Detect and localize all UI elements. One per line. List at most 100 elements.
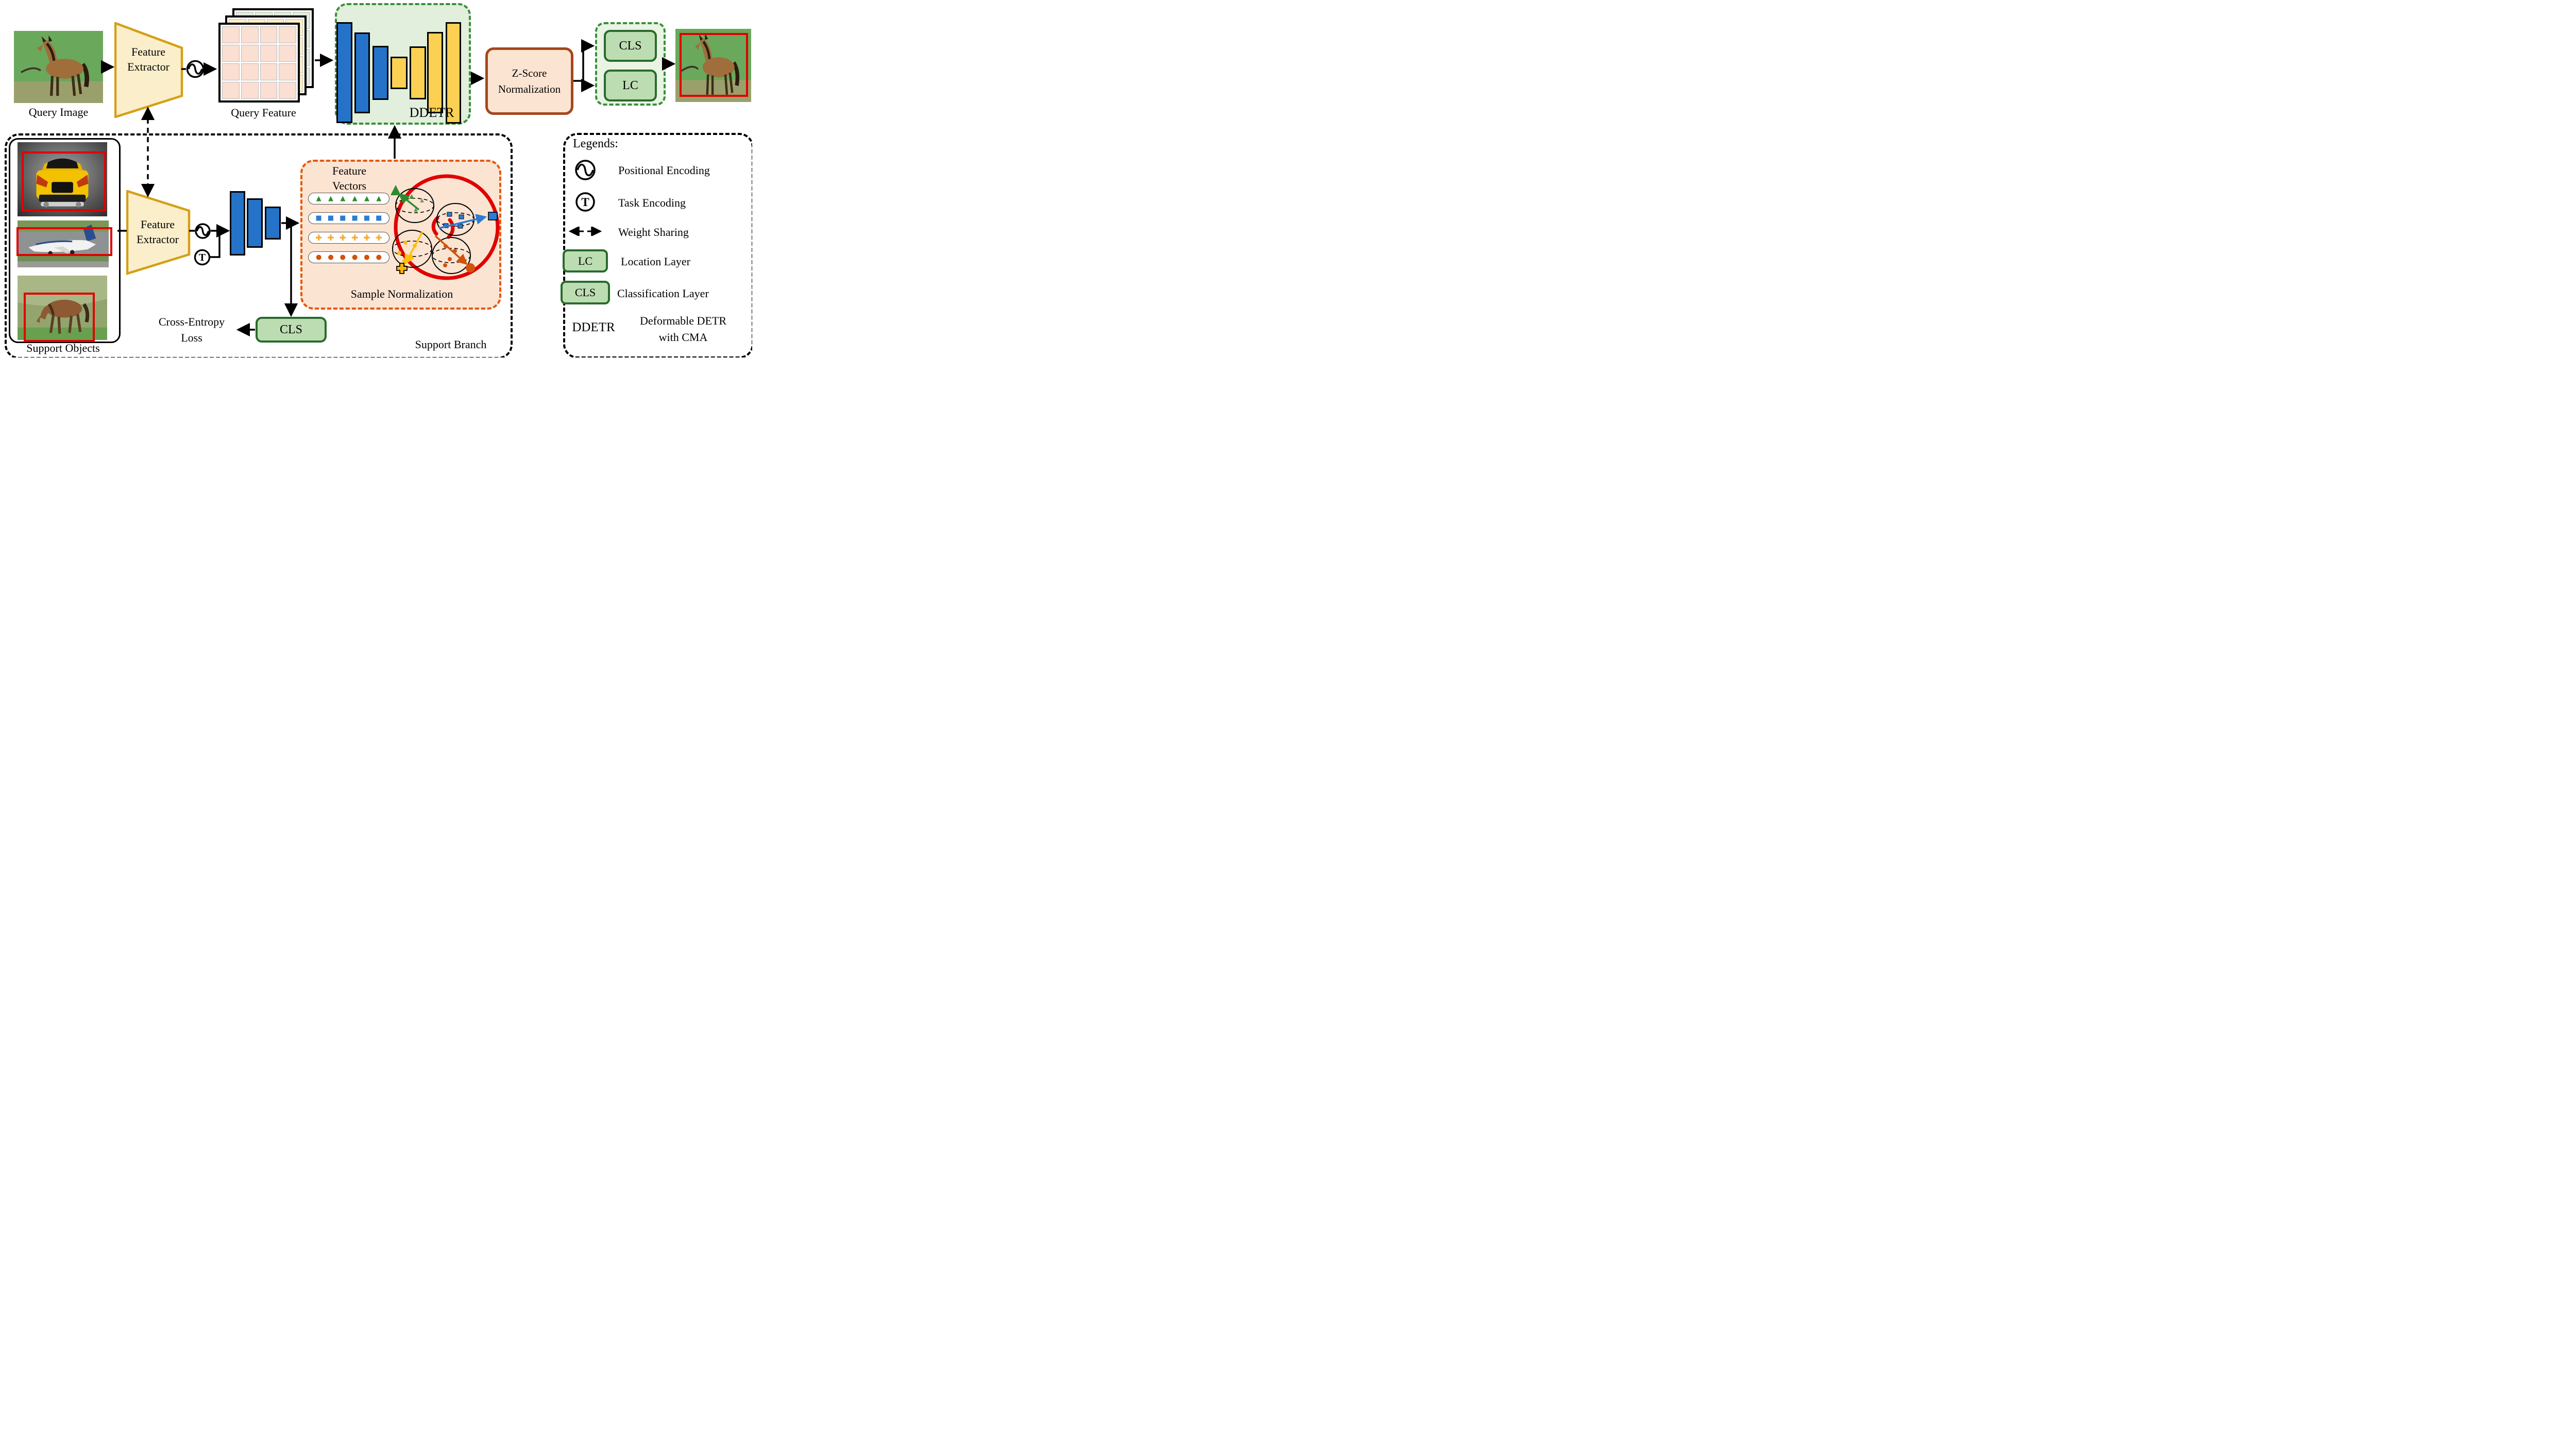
cross-marker-icon: ✚ xyxy=(339,232,347,243)
location-layer-box: LC xyxy=(563,249,608,273)
triangle-marker-icon: ▲ xyxy=(316,195,321,202)
legend-ddetr-label-line2: with CMA xyxy=(658,331,708,344)
circle-marker-icon: ● xyxy=(328,253,334,261)
support-encoder-bar xyxy=(247,198,263,248)
sample-normalization-label: Sample Normalization xyxy=(350,287,453,300)
class-sphere-yellow xyxy=(392,230,432,268)
lc-head-box: LC xyxy=(604,70,657,101)
cross-marker-icon: ✚ xyxy=(327,232,334,243)
legend-location-layer-label: Location Layer xyxy=(621,255,690,268)
legends-title: Legends: xyxy=(573,137,618,150)
support-branch-container xyxy=(5,133,513,358)
svg-text:T: T xyxy=(199,252,206,263)
square-marker-icon: ■ xyxy=(376,214,382,222)
legend-positional-encoding-label: Positional Encoding xyxy=(618,164,710,177)
yellow-projection-arrow xyxy=(404,231,423,265)
split-zscore-to-heads xyxy=(573,46,584,86)
positional-encoding-icon xyxy=(573,159,598,181)
triangle-marker-icon: ▲ xyxy=(352,195,358,202)
ddetr-encoder-bar xyxy=(372,45,388,100)
circle-marker-icon: ● xyxy=(315,253,322,261)
yellow-boundary-marker xyxy=(396,263,408,274)
cross-marker-icon: ✚ xyxy=(351,232,359,243)
feature-vector-pill-triangle: ▲ ▲ ▲ ▲ ▲ ▲ xyxy=(308,193,389,205)
green-boundary-marker xyxy=(391,185,401,195)
ddetr-decoder-bar xyxy=(446,22,461,124)
detection-result-bbox xyxy=(680,33,748,97)
legend-ddetr-label-line1: Deformable DETR xyxy=(640,314,726,327)
class-sphere-blue xyxy=(436,203,474,236)
ddetr-label: DDETR xyxy=(409,105,454,120)
legend-weight-sharing-label: Weight Sharing xyxy=(618,226,689,239)
ddetr-encoder-bar xyxy=(336,22,352,123)
support-airplane-bbox xyxy=(16,227,112,256)
cls-head-box: CLS xyxy=(604,30,657,62)
class-sphere-orange xyxy=(432,237,471,274)
triangle-marker-icon: ▲ xyxy=(364,195,369,202)
support-objects-container xyxy=(9,138,121,343)
weight-sharing-icon xyxy=(566,227,605,236)
legends-container xyxy=(563,133,752,358)
unit-circle xyxy=(394,174,500,280)
cross-marker-icon: ✚ xyxy=(363,232,370,243)
support-objects-label: Support Objects xyxy=(26,342,100,354)
square-marker-icon: ■ xyxy=(315,214,322,222)
svg-text:T: T xyxy=(581,196,589,209)
ddetr-encoder-bar xyxy=(354,32,370,113)
square-marker-icon: ■ xyxy=(363,214,370,222)
orange-projection-arrow xyxy=(434,235,468,265)
blue-boundary-marker xyxy=(488,212,498,220)
architecture-diagram: Support Branch Legends: Positional Encod… xyxy=(0,0,752,358)
query-image xyxy=(14,31,103,103)
ddetr-decoder-bar xyxy=(427,32,443,113)
legend-ddetr-abbr: DDETR xyxy=(572,320,615,334)
support-cls-box: CLS xyxy=(256,317,327,343)
green-projection-arrow xyxy=(398,193,420,211)
task-encoding-icon-support: T xyxy=(194,249,211,268)
positional-encoding-icon-support xyxy=(194,223,211,242)
query-feature-map-front xyxy=(218,23,300,103)
triangle-marker-icon: ▲ xyxy=(340,195,346,202)
circle-marker-icon: ● xyxy=(351,253,358,261)
normalization-sphere-diagram xyxy=(391,174,500,280)
green-samples xyxy=(409,194,424,212)
square-marker-icon: ■ xyxy=(327,214,334,222)
triangle-marker-icon: ▲ xyxy=(376,195,382,202)
triangle-marker-icon: ▲ xyxy=(328,195,333,202)
support-encoder-bar xyxy=(265,207,281,240)
feature-vector-pill-square: ■ ■ ■ ■ ■ ■ xyxy=(308,212,389,224)
circle-marker-icon: ● xyxy=(376,253,382,261)
circle-marker-icon: ● xyxy=(340,253,346,261)
orange-samples xyxy=(443,244,457,267)
support-branch-label: Support Branch xyxy=(415,338,487,351)
support-image-horse xyxy=(18,276,107,340)
support-car-bbox xyxy=(22,151,106,211)
query-image-label: Query Image xyxy=(28,106,89,118)
square-marker-icon: ■ xyxy=(351,214,358,222)
orange-boundary-marker xyxy=(466,263,475,273)
circle-marker-icon: ● xyxy=(364,253,370,261)
support-image-car xyxy=(18,142,107,216)
feature-vector-pill-circle: ● ● ● ● ● ● xyxy=(308,251,389,263)
ddetr-decoder-bar xyxy=(391,56,408,89)
legend-classification-layer-label: Classification Layer xyxy=(617,287,709,300)
query-feature-label: Query Feature xyxy=(231,106,296,119)
blue-projection-arrow xyxy=(438,214,487,229)
feature-vector-pill-cross: ✚ ✚ ✚ ✚ ✚ ✚ xyxy=(308,232,389,244)
feature-extractor-bottom-shape xyxy=(126,190,191,275)
classification-layer-box: CLS xyxy=(561,281,610,304)
cross-marker-icon: ✚ xyxy=(375,232,382,243)
positional-encoding-icon-query xyxy=(185,59,205,81)
task-encoding-icon: T xyxy=(574,192,597,212)
legend-task-encoding-label: Task Encoding xyxy=(618,196,686,209)
support-horse-bbox xyxy=(24,293,95,342)
class-sphere-green xyxy=(395,188,434,223)
square-marker-icon: ■ xyxy=(340,214,346,222)
cross-marker-icon: ✚ xyxy=(315,232,323,243)
support-encoder-bar xyxy=(230,191,245,256)
